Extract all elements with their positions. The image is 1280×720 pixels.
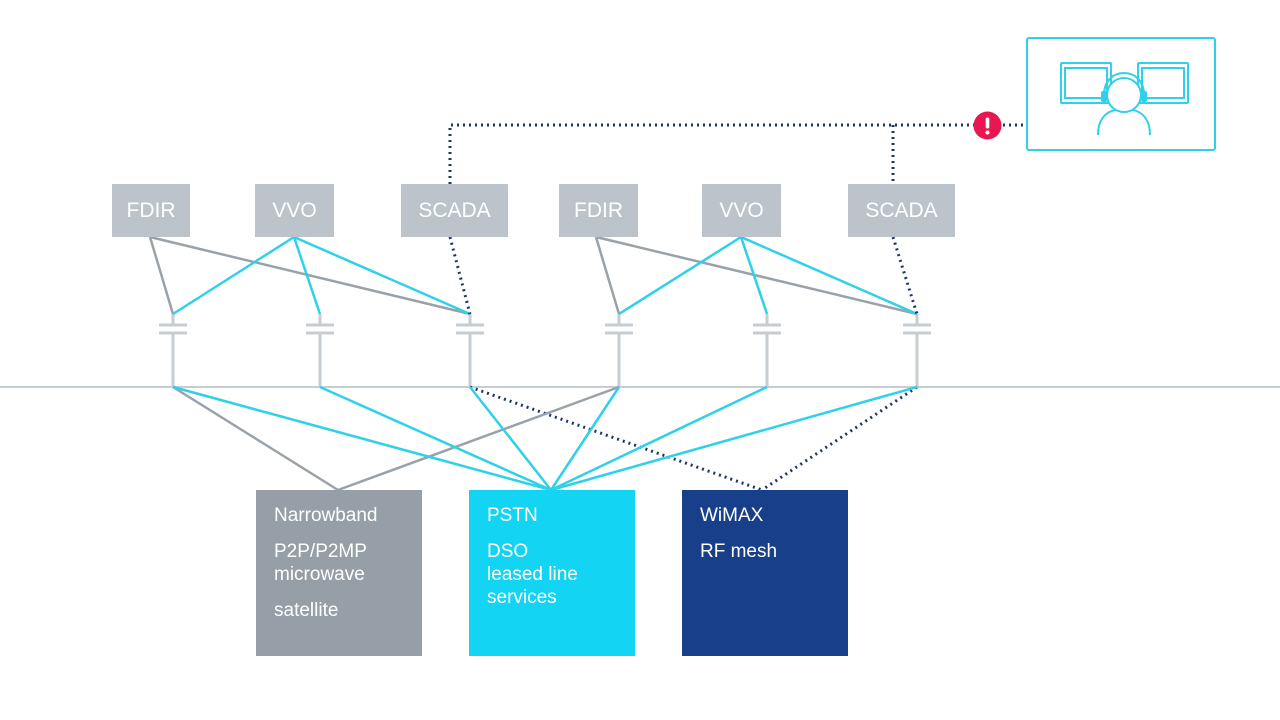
network-box-wimax: WiMAX RF mesh [682, 490, 848, 656]
app-box-vvo: VVO [255, 184, 334, 237]
network-title: WiMAX [700, 505, 764, 526]
network-detail: P2P/P2MP [274, 541, 367, 562]
app-box-scada: SCADA [401, 184, 508, 237]
network-detail: services [487, 587, 557, 608]
field-devices [159, 314, 931, 387]
capacitor-icon [306, 314, 334, 387]
operator-with-headset-icon [1060, 62, 1189, 136]
network-title: PSTN [487, 505, 538, 526]
app-box-vvo: VVO [702, 184, 781, 237]
network-detail: DSO [487, 541, 529, 562]
network-detail: satellite [274, 600, 339, 621]
network-title: Narrowband [274, 505, 378, 526]
network-box-narrowband: Narrowband P2P/P2MP microwave satellite [256, 490, 422, 656]
capacitor-icon [456, 314, 484, 387]
capacitor-icon [605, 314, 633, 387]
alert-icon [973, 111, 1002, 140]
control-center-panel [1026, 37, 1216, 151]
capacitor-icon [753, 314, 781, 387]
network-box-pstn: PSTN DSO leased line services [469, 490, 635, 656]
pstn-links [172, 385, 918, 492]
narrowband-links [172, 385, 620, 492]
network-detail: microwave [274, 564, 365, 585]
network-detail: RF mesh [700, 541, 778, 562]
capacitor-icon [903, 314, 931, 387]
vvo-links [172, 235, 918, 316]
app-box-fdir: FDIR [112, 184, 190, 237]
fdir-links [148, 235, 918, 316]
app-box-fdir: FDIR [559, 184, 638, 237]
app-box-scada: SCADA [848, 184, 955, 237]
network-detail: leased line [487, 564, 578, 585]
capacitor-icon [159, 314, 187, 387]
scada-links [448, 123, 1026, 492]
